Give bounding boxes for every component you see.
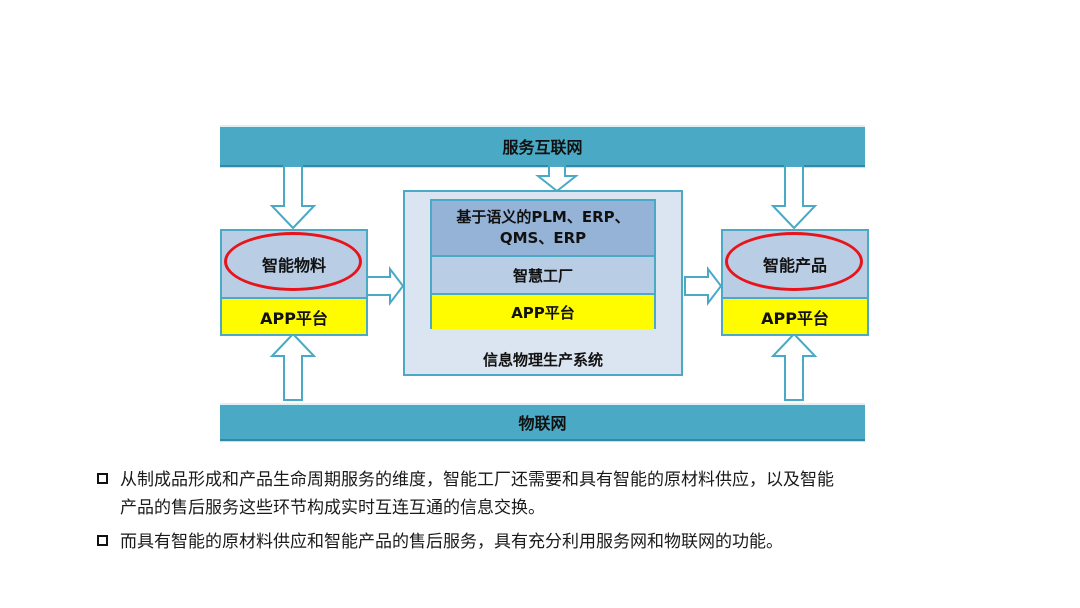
smart-factory-row: 智慧工厂 (432, 257, 654, 295)
services-internet-bar: 服务互联网 (220, 125, 865, 167)
internet-of-things-label: 物联网 (518, 414, 567, 433)
bullet-item-1: 从制成品形成和产品生命周期服务的维度，智能工厂还需要和具有智能的原材料供应，以及… (96, 466, 996, 522)
flow-arrows (269, 165, 818, 401)
internet-of-things-bar: 物联网 (220, 403, 865, 441)
highlight-ellipse-left (224, 232, 362, 291)
arrow-up-left (269, 332, 317, 401)
semantic-row-line-1: 基于语义的PLM、ERP、 (456, 208, 630, 226)
bullet-1-line-2: 产品的售后服务这些环节构成实时互连互通的信息交换。 (120, 498, 545, 518)
left-app-platform: APP平台 (222, 297, 366, 334)
arrow-down-left (269, 165, 317, 230)
arrow-right-center (684, 266, 723, 306)
center-stack: 基于语义的PLM、ERP、 QMS、ERP 智慧工厂 APP平台 (430, 199, 656, 329)
bullet-square-icon (97, 535, 108, 546)
arrow-down-center (535, 165, 579, 193)
services-internet-label: 服务互联网 (502, 138, 583, 157)
bullet-2-line-1: 而具有智能的原材料供应和智能产品的售后服务，具有充分利用服务网和物联网的功能。 (120, 532, 783, 552)
bullet-square-icon (97, 473, 108, 484)
bullet-list: 从制成品形成和产品生命周期服务的维度，智能工厂还需要和具有智能的原材料供应，以及… (96, 466, 996, 562)
right-app-platform: APP平台 (723, 297, 867, 334)
semantic-plm-erp-row: 基于语义的PLM、ERP、 QMS、ERP (432, 201, 654, 257)
arrow-down-right (770, 165, 818, 230)
architecture-diagram: 服务互联网 智能物料 APP平台 基于语义的PLM、ERP、 QMS、ER (220, 125, 869, 441)
center-app-platform: APP平台 (432, 295, 654, 329)
bullet-item-2: 而具有智能的原材料供应和智能产品的售后服务，具有充分利用服务网和物联网的功能。 (96, 528, 996, 556)
bullet-1-line-1: 从制成品形成和产品生命周期服务的维度，智能工厂还需要和具有智能的原材料供应，以及… (120, 470, 834, 490)
arrow-right-left (365, 266, 405, 306)
semantic-row-line-2: QMS、ERP (499, 229, 587, 247)
arrow-up-right (770, 332, 818, 401)
highlight-ellipse-right (725, 232, 863, 291)
cps-label: 信息物理生产系统 (482, 350, 603, 369)
